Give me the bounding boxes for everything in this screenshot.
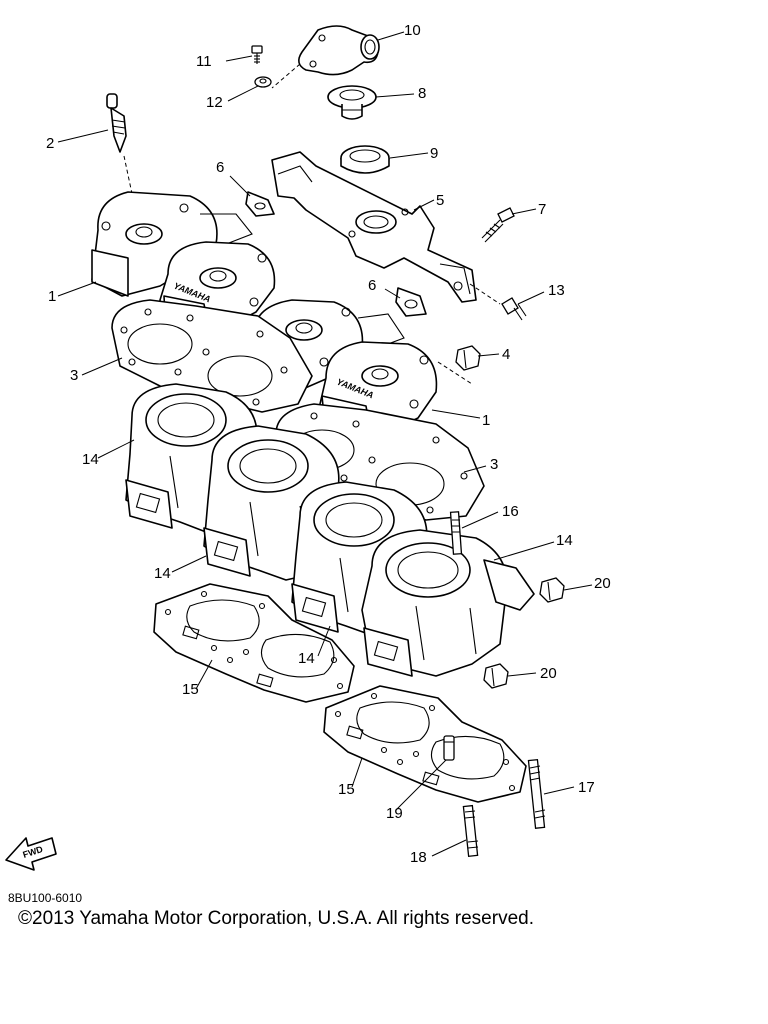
- spark-plug-2: [106, 93, 127, 153]
- callout-14-third: 14: [298, 650, 315, 667]
- thermostat-8: [327, 85, 377, 120]
- callout-14-second: 14: [154, 565, 171, 582]
- seal-9: [340, 145, 390, 174]
- callout-19: 19: [386, 805, 403, 822]
- callout-12: 12: [206, 94, 223, 111]
- callout-1-upper: 1: [48, 288, 56, 305]
- callout-10: 10: [404, 22, 421, 39]
- nut-20-lower: [483, 663, 509, 689]
- callout-16: 16: [502, 503, 519, 520]
- callout-1-lower: 1: [482, 412, 490, 429]
- callout-5: 5: [436, 192, 444, 209]
- base-gasket-15-right: [323, 685, 527, 803]
- callout-15-left: 15: [182, 681, 199, 698]
- callout-20-upper: 20: [594, 575, 611, 592]
- callout-6-lower: 6: [368, 277, 376, 294]
- callout-11: 11: [196, 53, 212, 70]
- callout-2: 2: [46, 135, 54, 152]
- callout-7: 7: [538, 201, 546, 218]
- callout-14-right: 14: [556, 532, 573, 549]
- callout-20-lower: 20: [540, 665, 557, 682]
- base-gasket-15-left: [153, 583, 355, 703]
- callout-13: 13: [548, 282, 565, 299]
- callout-9: 9: [430, 145, 438, 162]
- fwd-arrow-icon: FWD: [5, 837, 57, 871]
- callout-3-left: 3: [70, 367, 78, 384]
- washer-12: [254, 76, 272, 88]
- thermostat-cover: [298, 25, 380, 76]
- callout-3-right: 3: [490, 456, 498, 473]
- bolt-7: [481, 207, 515, 243]
- copyright-notice: ©2013 Yamaha Motor Corporation, U.S.A. A…: [18, 908, 534, 929]
- water-manifold-5: [271, 151, 477, 303]
- callout-17: 17: [578, 779, 595, 796]
- nut-4: [455, 345, 481, 371]
- gasket-6-lower: [395, 287, 427, 317]
- bolt-13: [501, 297, 527, 321]
- gasket-6-upper: [245, 191, 275, 217]
- dowel-19: [443, 735, 455, 761]
- callout-14-left: 14: [82, 451, 99, 468]
- stud-17: [527, 758, 546, 829]
- callout-4: 4: [502, 346, 510, 363]
- callout-18: 18: [410, 849, 427, 866]
- nut-20-upper: [539, 577, 565, 603]
- leader-lines: [57, 31, 593, 857]
- stud-18: [462, 804, 479, 857]
- stud-16: [449, 511, 463, 555]
- callout-6-upper: 6: [216, 159, 224, 176]
- callout-15-right: 15: [338, 781, 355, 798]
- cylinder-14-right: [361, 529, 535, 677]
- callout-8: 8: [418, 85, 426, 102]
- callout-labels: 10 11 12 8 9 2 6 5 7 13 6 1 4 3 1 14 3 1…: [46, 22, 611, 866]
- diagram-part-code: 8BU100-6010: [8, 891, 83, 905]
- bolt-11: [251, 45, 263, 64]
